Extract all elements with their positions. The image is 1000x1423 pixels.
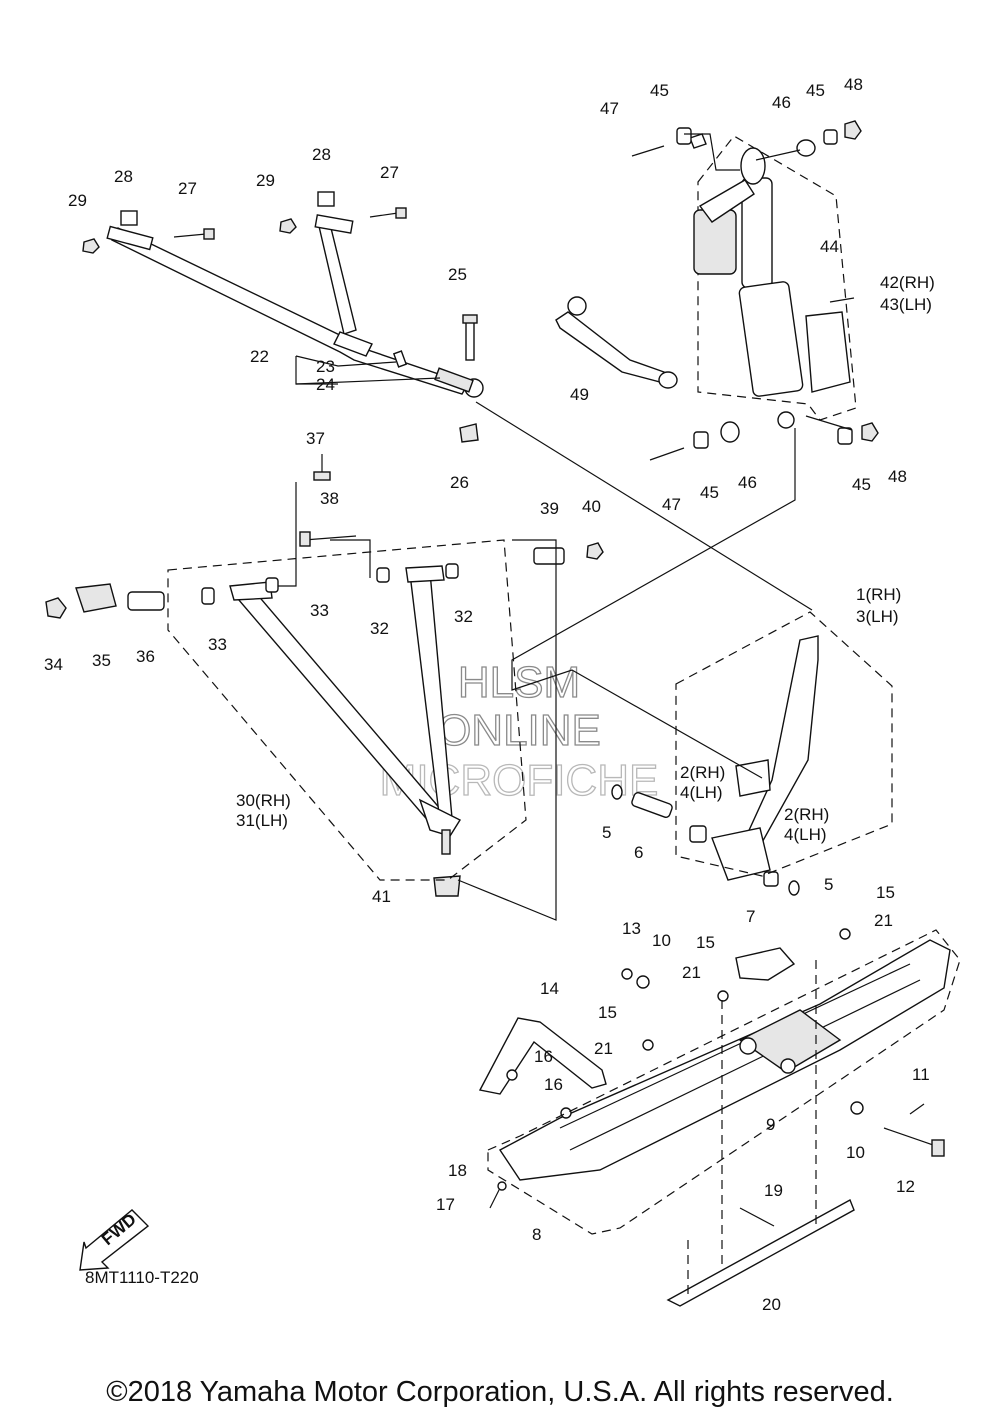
nut-29-left [82,238,100,254]
callout: 16 [534,1047,553,1066]
nut-29-right [279,218,297,234]
callout: 49 [570,385,589,404]
callout: 11 [912,1065,930,1084]
callout: 4(LH) [680,783,723,802]
callout: 14 [540,979,559,998]
callout: 18 [448,1161,467,1180]
callout: 43(LH) [880,295,932,314]
callout: 19 [764,1181,783,1200]
callout: 5 [602,823,611,842]
callout: 45 [650,81,669,100]
watermark-line1: HLSM [458,658,580,707]
callout: 31(LH) [236,811,288,830]
callout: 45 [700,483,719,502]
ski [478,928,951,1307]
callout: 21 [874,911,893,930]
callout: 32 [454,607,473,626]
callout: 47 [600,99,619,118]
callout: 27 [178,179,197,198]
fwd-arrow-icon: FWD [79,1209,150,1271]
tool-49 [555,296,678,389]
watermark-line2: ONLINE [437,706,601,755]
lower-a-arm [45,454,604,897]
spindle [611,635,819,896]
callout: 4(LH) [784,825,827,844]
callout: 37 [306,429,325,448]
callout: 47 [662,495,681,514]
callout-labels: 1(RH) 3(LH) 2(RH) 4(LH) 2(RH) 4(LH) 5 5 … [44,75,935,1314]
callout: 2(RH) [784,805,829,824]
callout: 12 [896,1177,915,1196]
callout: 21 [594,1039,613,1058]
callout: 16 [544,1075,563,1094]
leader-lines [278,133,855,1300]
callout: 29 [68,191,87,210]
callout: 27 [380,163,399,182]
callout: 45 [806,81,825,100]
callout: 10 [652,931,671,950]
callout: 33 [310,601,329,620]
bushing-28-right [317,191,335,207]
upper-small-parts [82,191,479,443]
callout: 21 [682,963,701,982]
callout: 3(LH) [856,607,899,626]
callout: 5 [824,875,833,894]
callout: 15 [876,883,895,902]
callout: 9 [766,1115,775,1134]
callout: 1(RH) [856,585,901,604]
callout: 35 [92,651,111,670]
callout: 8 [532,1225,541,1244]
callout: 39 [540,499,559,518]
callout: 28 [114,167,133,186]
callout: 13 [622,919,641,938]
callout: 48 [844,75,863,94]
callout: 42(RH) [880,273,935,292]
callout: 36 [136,647,155,666]
callout: 48 [888,467,907,486]
copyright-notice: ©2018 Yamaha Motor Corporation, U.S.A. A… [106,1376,894,1408]
callout: 25 [448,265,467,284]
callout: 34 [44,655,63,674]
callout: 22 [250,347,269,366]
callout: 24 [316,375,335,394]
callout: 20 [762,1295,781,1314]
callout: 38 [320,489,339,508]
callout: 28 [312,145,331,164]
diagram-code: 8MT1110-T220 [85,1268,199,1287]
callout: 46 [738,473,757,492]
callout: 40 [582,497,601,516]
callout: 46 [772,93,791,112]
callout: 10 [846,1143,865,1162]
callout: 33 [208,635,227,654]
callout: 17 [436,1195,455,1214]
callout: 45 [852,475,871,494]
callout: 32 [370,619,389,638]
callout: 23 [316,357,335,376]
callout: 29 [256,171,275,190]
callout: 15 [696,933,715,952]
callout: 41 [372,887,391,906]
assembly-outlines [167,539,961,1235]
callout: 44 [820,237,839,256]
upper-a-arm [106,214,484,398]
callout: 15 [598,1003,617,1022]
bushing-28-left [120,210,138,226]
callout: 30(RH) [236,791,291,810]
callout: 7 [746,907,755,926]
callout: 6 [634,843,643,862]
callout: 2(RH) [680,763,725,782]
callout: 26 [450,473,469,492]
shock-absorber [631,120,879,461]
